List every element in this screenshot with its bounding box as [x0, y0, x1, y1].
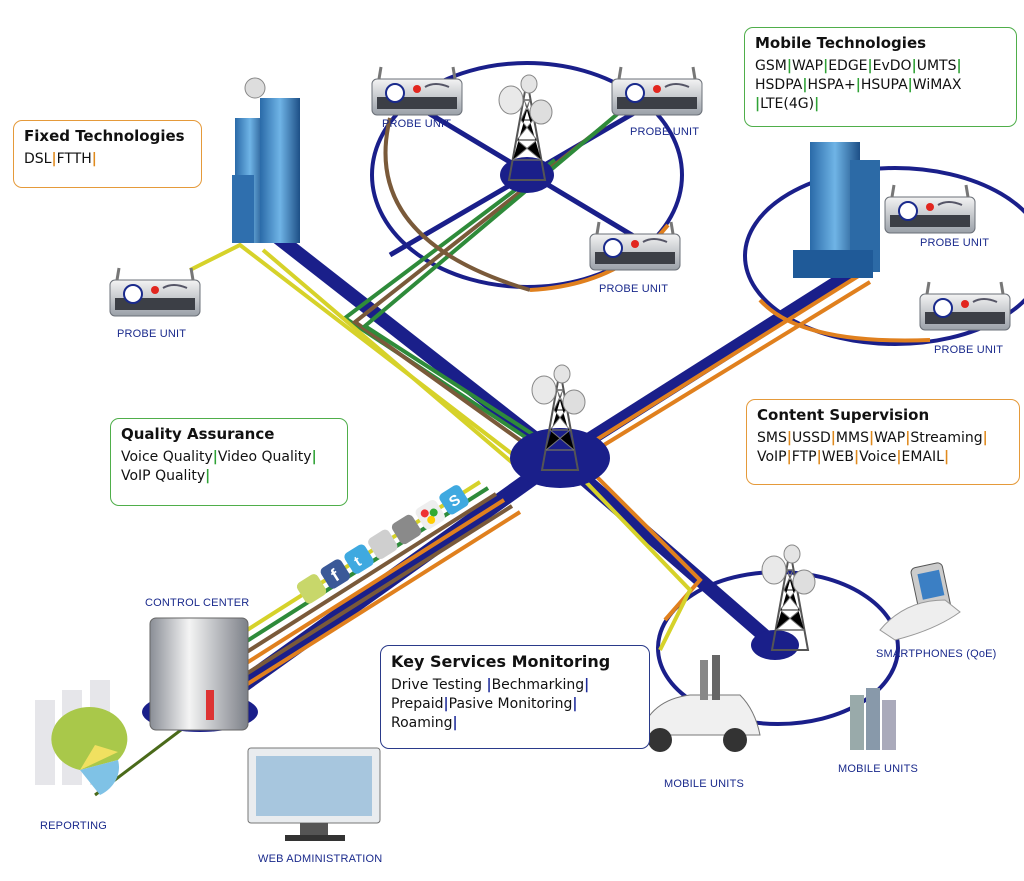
key-services-monitoring-box: Key Services Monitoring Drive Testing |B… — [380, 645, 650, 749]
box-title: Key Services Monitoring — [391, 652, 611, 671]
box-line: DSL|FTTH| — [24, 151, 97, 167]
fixed-technologies-box: Fixed Technologies DSL|FTTH| — [13, 120, 202, 188]
box-line: VoIP Quality| — [121, 468, 211, 484]
mobile-technologies-box: Mobile Technologies GSM|WAP|EDGE|EvDO|UM… — [744, 27, 1017, 127]
probe-unit-icon — [918, 280, 1012, 332]
facebook-icon — [320, 559, 350, 589]
skype-icon — [439, 485, 469, 515]
box-line: GSM|WAP|EDGE|EvDO|UMTS| — [755, 58, 962, 74]
smartphones-label: SMARTPHONES (QoE) — [876, 648, 997, 660]
quality-assurance-box: Quality Assurance Voice Quality|Video Qu… — [110, 418, 348, 506]
probe-unit-label: PROBE UNIT — [920, 237, 990, 249]
reporting-label: REPORTING — [40, 820, 107, 832]
mobile-units-label: MOBILE UNITS — [664, 778, 745, 790]
app-icons: f t S — [296, 485, 469, 604]
box-title: Fixed Technologies — [24, 127, 185, 145]
probe-unit-label: PROBE UNIT — [382, 118, 452, 130]
smartphone-icon — [879, 562, 961, 641]
web-administration-label: WEB ADMINISTRATION — [258, 853, 383, 865]
probe-unit-icon — [108, 266, 202, 318]
mobile-unit-icon — [850, 688, 896, 750]
monitor-icon — [247, 747, 381, 841]
control-center-label: CONTROL CENTER — [145, 597, 250, 609]
mobile-units-label: MOBILE UNITS — [838, 763, 919, 775]
box-title: Content Supervision — [757, 406, 930, 424]
box-line: |LTE(4G)| — [755, 96, 820, 112]
apple-icon — [391, 514, 422, 545]
box-line: Drive Testing |Bechmarking| — [391, 677, 590, 693]
content-supervision-box: Content Supervision SMS|USSD|MMS|WAP|Str… — [746, 399, 1020, 485]
android-icon — [296, 574, 327, 604]
probe-unit-label: PROBE UNIT — [934, 344, 1004, 356]
car-icon — [639, 655, 761, 752]
probe-unit-icon — [370, 65, 464, 117]
box-line: Voice Quality|Video Quality| — [121, 449, 317, 465]
probe-unit-label: PROBE UNIT — [599, 283, 669, 295]
box-title: Mobile Technologies — [755, 34, 927, 52]
probe-unit-label: PROBE UNIT — [630, 126, 700, 138]
probe-unit-icon — [883, 183, 977, 235]
box-line: VoIP|FTP|WEB|Voice|EMAIL| — [757, 449, 950, 465]
box-line: HSDPA|HSPA+|HSUPA|WiMAX — [755, 77, 962, 93]
box-line: Prepaid|Pasive Monitoring| — [391, 696, 578, 712]
server-icon — [149, 617, 249, 731]
probe-unit-label: PROBE UNIT — [117, 328, 187, 340]
box-line: SMS|USSD|MMS|WAP|Streaming| — [757, 430, 988, 446]
probe-unit-icon — [610, 65, 704, 117]
blackberry-icon — [368, 529, 398, 559]
twitter-icon — [344, 544, 374, 574]
reporting-chart-icon — [35, 680, 128, 795]
box-line: Roaming| — [391, 715, 458, 731]
google-icon — [415, 499, 445, 530]
box-title: Quality Assurance — [121, 425, 275, 443]
